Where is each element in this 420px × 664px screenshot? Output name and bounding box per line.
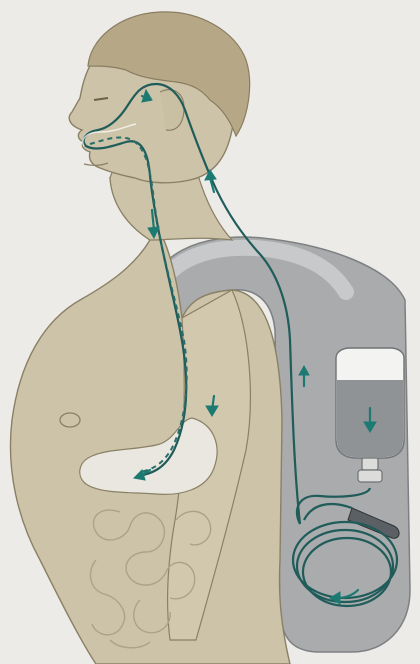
diagram-canvas (0, 0, 420, 664)
feeding-system-illustration (0, 0, 420, 664)
